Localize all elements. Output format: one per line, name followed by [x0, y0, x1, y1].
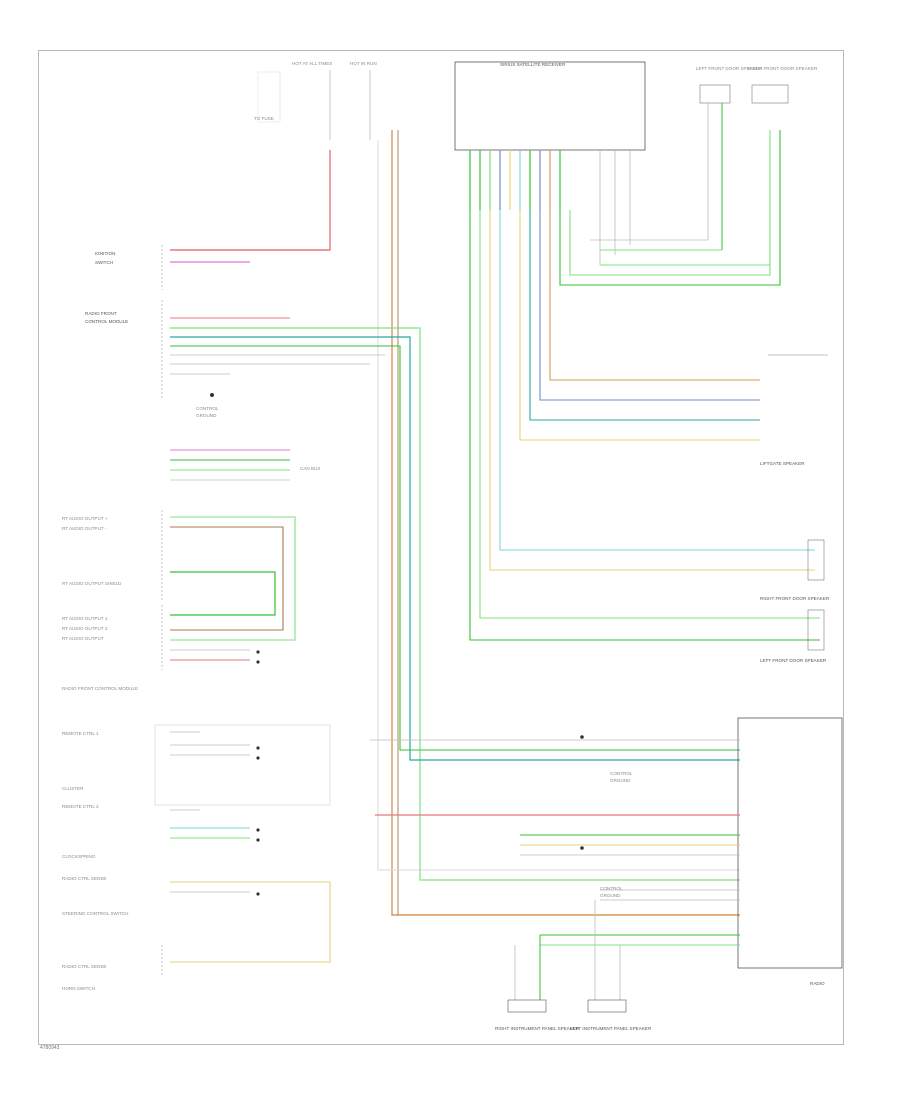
svg-text:RADIO CTRL SENSE: RADIO CTRL SENSE — [62, 964, 107, 969]
svg-text:RADIO FRONT: RADIO FRONT — [85, 311, 117, 316]
svg-text:RADIO FRONT CONTROL MODULE: RADIO FRONT CONTROL MODULE — [62, 686, 138, 691]
fuse-caption: TO FUSE — [254, 116, 274, 121]
svg-text:GROUND: GROUND — [196, 413, 217, 418]
svg-text:LEFT FRONT DOOR SPEAKER: LEFT FRONT DOOR SPEAKER — [696, 66, 763, 71]
svg-text:SWITCH: SWITCH — [95, 260, 113, 265]
svg-text:CLUSTER: CLUSTER — [62, 786, 84, 791]
svg-text:LEFT FRONT DOOR SPEAKER: LEFT FRONT DOOR SPEAKER — [760, 658, 827, 663]
left-connector-horn: RADIO CTRL SENSE HORN SWITCH — [62, 945, 163, 991]
svg-text:CONTROL MODULE: CONTROL MODULE — [85, 319, 128, 324]
wire-sat-9 — [559, 130, 781, 286]
svg-text:LEFT INSTRUMENT PANEL SPEAKER: LEFT INSTRUMENT PANEL SPEAKER — [570, 1026, 652, 1031]
svg-text:CONTROL: CONTROL — [196, 406, 219, 411]
left-connector-steering: RADIO CTRL SENSE STEERING CONTROL SWITCH — [62, 876, 128, 916]
svg-text:RT AUDIO OUTPUT +: RT AUDIO OUTPUT + — [62, 516, 108, 521]
svg-text:RADIO: RADIO — [810, 981, 825, 986]
wire-orange-main — [391, 130, 740, 916]
wire-sat-4 — [499, 210, 815, 551]
fuse-label-1: HOT AT ALL TIMES — [292, 61, 332, 66]
svg-text:RIGHT FRONT DOOR SPEAKER: RIGHT FRONT DOOR SPEAKER — [760, 596, 830, 601]
svg-text:HORN SWITCH: HORN SWITCH — [62, 986, 95, 991]
svg-text:RADIO CTRL SENSE: RADIO CTRL SENSE — [62, 876, 107, 881]
svg-text:CONTROL: CONTROL — [600, 886, 623, 891]
top-right-speakers: LEFT FRONT DOOR SPEAKER RIGHT FRONT DOOR… — [590, 66, 818, 266]
wire-sat-6 — [529, 210, 760, 421]
right-speaker-group: LIFTGATE SPEAKER RIGHT FRONT DOOR SPEAKE… — [760, 354, 830, 663]
svg-text:SIRIUS SATELLITE RECEIVER: SIRIUS SATELLITE RECEIVER — [500, 62, 566, 67]
left-connector-audio: RT AUDIO OUTPUT + RT AUDIO OUTPUT - RT A… — [62, 510, 163, 600]
ground-block-1: CONTROL GROUND — [196, 393, 219, 418]
wire-sat-5 — [519, 210, 760, 441]
left-connector-audio-2: RT AUDIO OUTPUT 1 RT AUDIO OUTPUT 2 RT A… — [62, 605, 163, 691]
svg-text:CAN BUS: CAN BUS — [300, 466, 320, 471]
wire-sat-3 — [489, 210, 815, 571]
svg-text:RT AUDIO OUTPUT -: RT AUDIO OUTPUT - — [62, 526, 107, 531]
wire-sat-7 — [539, 210, 760, 401]
wire-rfcm-green — [170, 327, 740, 881]
fuse-feed-group: HOT AT ALL TIMES HOT IN RUN TO FUSE — [254, 61, 377, 140]
wire-red-ignition — [170, 150, 331, 251]
svg-text:RT AUDIO OUTPUT 1: RT AUDIO OUTPUT 1 — [62, 616, 108, 621]
svg-text:RIGHT INSTRUMENT PANEL SPEAKER: RIGHT INSTRUMENT PANEL SPEAKER — [495, 1026, 580, 1031]
svg-text:GROUND: GROUND — [600, 893, 621, 898]
svg-text:RIGHT FRONT DOOR SPEAKER: RIGHT FRONT DOOR SPEAKER — [748, 66, 818, 71]
wire-gray-main — [377, 140, 740, 871]
svg-text:RT AUDIO OUTPUT 2: RT AUDIO OUTPUT 2 — [62, 626, 108, 631]
fuse-label-2: HOT IN RUN — [350, 61, 377, 66]
left-connector-radio-front: RADIO FRONT CONTROL MODULE — [85, 300, 163, 400]
svg-text:LIFTGATE SPEAKER: LIFTGATE SPEAKER — [760, 461, 805, 466]
wire-sat-2 — [479, 210, 820, 619]
wire-sat-10 — [569, 130, 771, 276]
svg-text:CONTROL: CONTROL — [610, 771, 633, 776]
footer-code: 4780943 — [40, 1045, 60, 1051]
svg-text:IGNITION: IGNITION — [95, 251, 115, 256]
svg-text:REMOTE CTRL 1: REMOTE CTRL 1 — [62, 731, 99, 736]
wire-sat-1 — [469, 210, 820, 641]
svg-text:RT AUDIO OUTPUT SHIELD: RT AUDIO OUTPUT SHIELD — [62, 581, 122, 586]
satellite-receiver: SIRIUS SATELLITE RECEIVER — [454, 61, 646, 210]
left-connector-clockspring: REMOTE CTRL 1 CLUSTER REMOTE CTRL 2 CLOC… — [62, 724, 331, 859]
wire-sat-8 — [549, 210, 760, 381]
left-connector-ignition: IGNITION SWITCH — [95, 245, 163, 290]
svg-text:REMOTE CTRL 2: REMOTE CTRL 2 — [62, 804, 99, 809]
radio-module: RADIO — [737, 717, 843, 986]
svg-text:CLOCKSPRING: CLOCKSPRING — [62, 854, 96, 859]
svg-text:STEERING CONTROL SWITCH: STEERING CONTROL SWITCH — [62, 911, 128, 916]
bottom-speakers: RIGHT INSTRUMENT PANEL SPEAKER LEFT INST… — [495, 900, 652, 1031]
wire-rfcm-teal — [170, 336, 740, 761]
svg-text:RT AUDIO OUTPUT: RT AUDIO OUTPUT — [62, 636, 104, 641]
svg-text:GROUND: GROUND — [610, 778, 631, 783]
